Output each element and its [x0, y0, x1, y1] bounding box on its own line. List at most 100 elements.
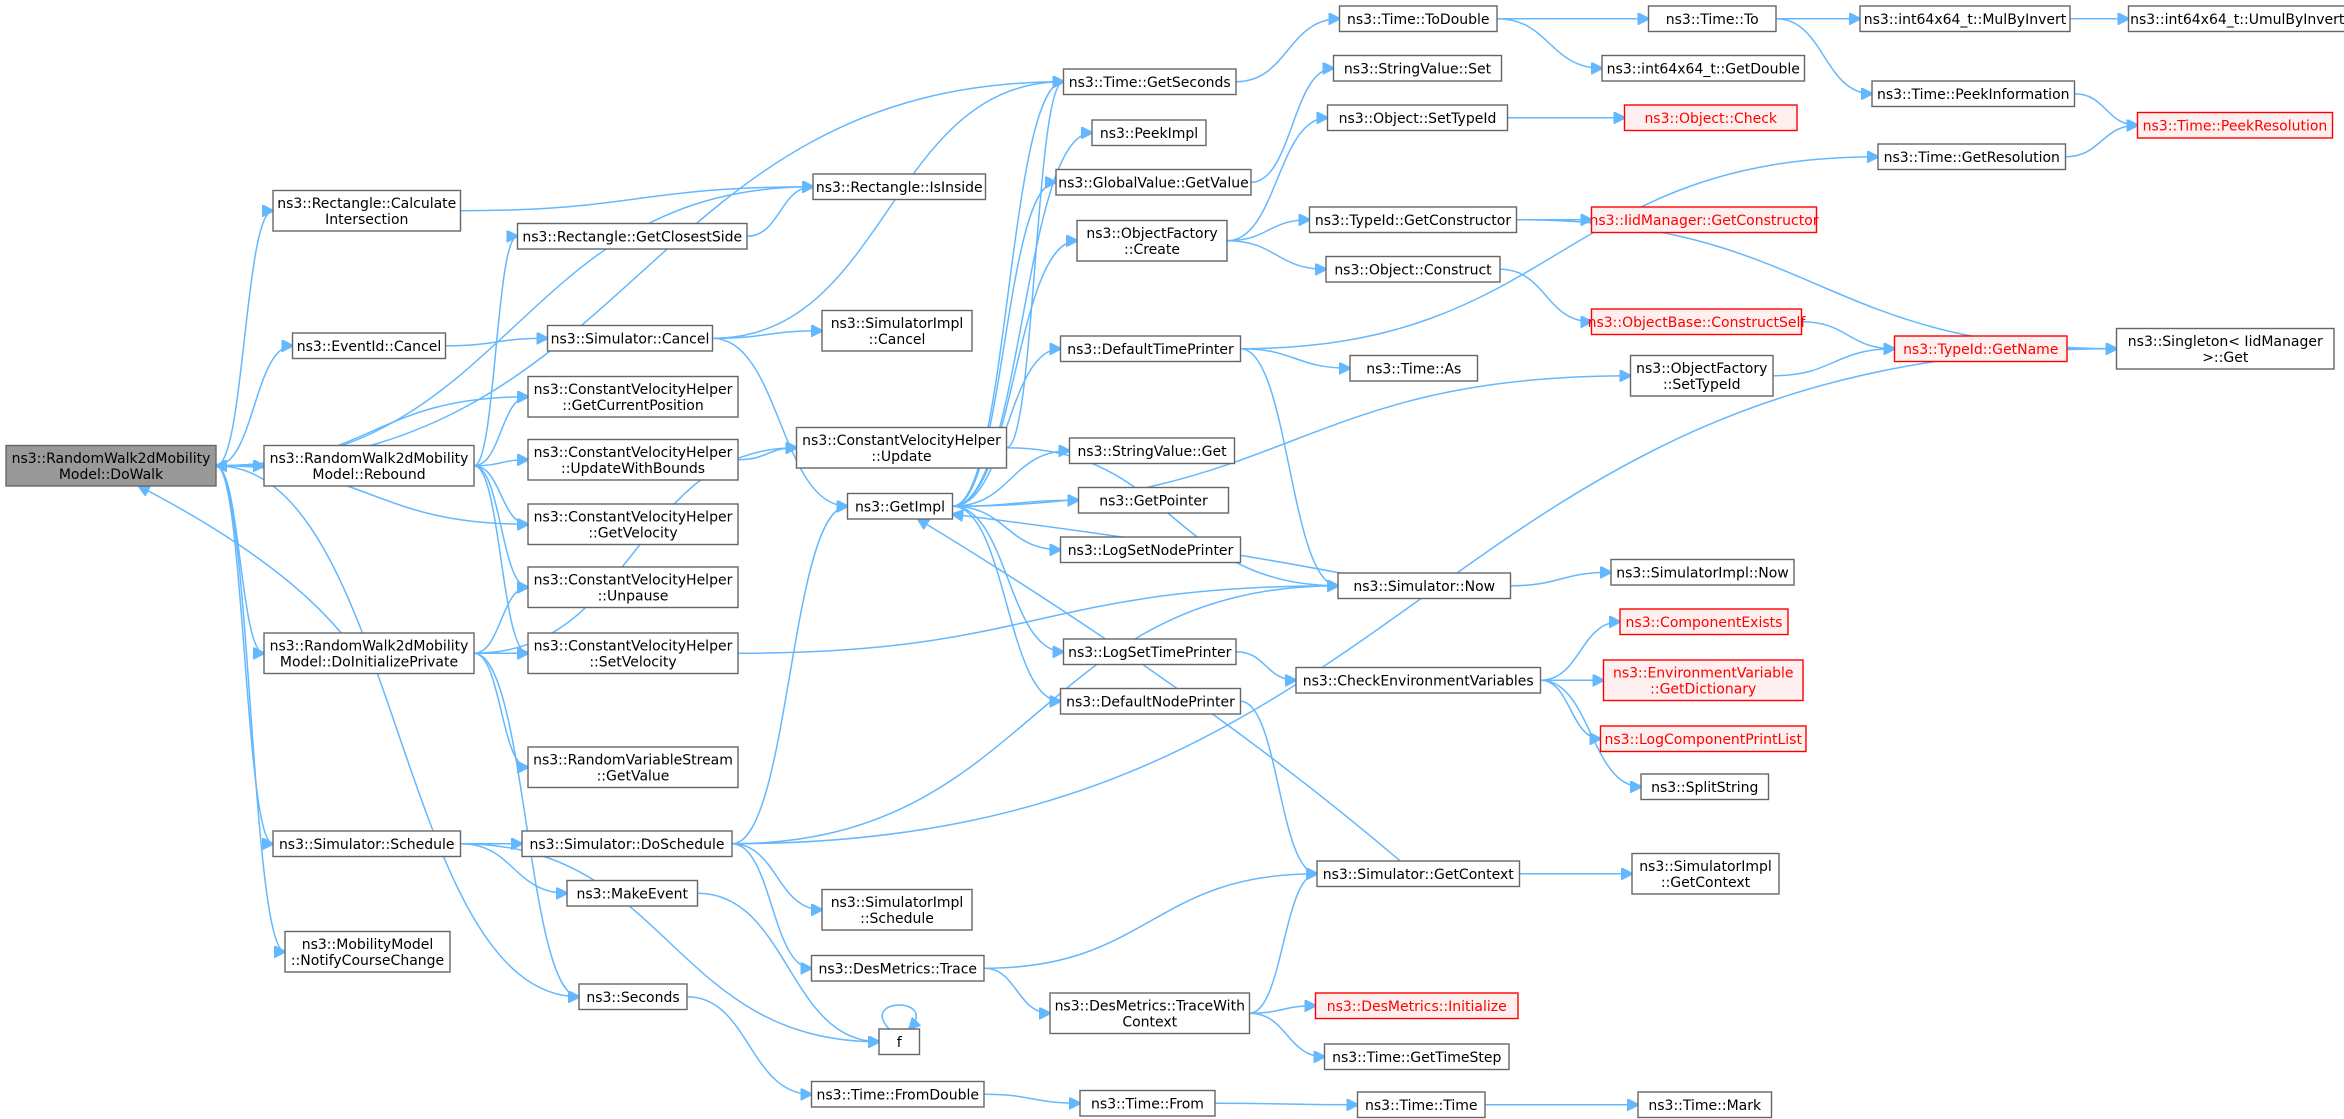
node-box-fromdouble[interactable] [810, 1080, 985, 1108]
node-box-peekinfo[interactable] [1871, 80, 2076, 108]
node-objsettypeid[interactable]: ns3::Object::SetTypeId [1326, 104, 1509, 132]
node-deftimeprinter[interactable]: ns3::DefaultTimePrinter [1059, 335, 1242, 363]
node-box-objsettypeid[interactable] [1326, 104, 1509, 132]
node-destrace[interactable]: ns3::DesMetrics::Trace [810, 954, 985, 982]
node-logsettime[interactable]: ns3::LogSetTimePrinter [1062, 638, 1237, 666]
node-box-objcheck[interactable] [1623, 104, 1798, 132]
node-tidgetname[interactable]: ns3::TypeId::GetName [1893, 335, 2068, 363]
node-box-getclosest[interactable] [516, 222, 748, 250]
node-box-logsettime[interactable] [1062, 638, 1237, 666]
node-simimplnow[interactable]: ns3::SimulatorImpl::Now [1610, 558, 1795, 586]
node-timemark[interactable]: ns3::Time::Mark [1637, 1091, 1773, 1119]
node-box-timetime[interactable] [1356, 1091, 1486, 1119]
node-cvupdate[interactable]: ns3::ConstantVelocityHelper::Update [795, 426, 1008, 469]
node-umulbyinvert[interactable]: ns3::int64x64_t::UmulByInvert [2127, 5, 2344, 33]
node-box-tracewithctx[interactable] [1049, 992, 1251, 1035]
node-getclosest[interactable]: ns3::Rectangle::GetClosestSide [516, 222, 748, 250]
node-box-simimplsched[interactable] [821, 888, 973, 931]
node-box-simimplnow[interactable] [1610, 558, 1795, 586]
node-box-todouble[interactable] [1338, 5, 1498, 33]
node-box-eventcancel[interactable] [291, 332, 447, 360]
node-box-f[interactable] [878, 1028, 921, 1056]
node-box-logsetnode[interactable] [1059, 536, 1242, 564]
node-box-gvgetvalue[interactable] [1055, 168, 1252, 196]
node-ofsettypeid[interactable]: ns3::ObjectFactory::SetTypeId [1629, 354, 1774, 397]
node-box-mulbyinvert[interactable] [1859, 5, 2071, 33]
node-box-simimplcancel[interactable] [821, 309, 973, 352]
node-box-makeevent[interactable] [566, 879, 699, 907]
node-makeevent[interactable]: ns3::MakeEvent [566, 879, 699, 907]
node-box-dowalk[interactable] [5, 444, 217, 487]
node-box-desinit[interactable] [1314, 992, 1519, 1020]
node-setvel[interactable]: ns3::ConstantVelocityHelper::SetVelocity [527, 632, 739, 675]
node-box-updbounds[interactable] [527, 438, 739, 481]
node-box-defnodeprinter[interactable] [1059, 687, 1242, 715]
node-isinside[interactable]: ns3::Rectangle::IsInside [812, 173, 987, 201]
node-singleton[interactable]: ns3::Singleton< IidManager >::Get [2115, 327, 2335, 370]
node-peekimpl[interactable]: ns3::PeekImpl [1091, 119, 1207, 147]
node-ofcreate[interactable]: ns3::ObjectFactory::Create [1076, 219, 1228, 262]
node-simimplcancel[interactable]: ns3::SimulatorImpl::Cancel [821, 309, 973, 352]
node-box-cvupdate[interactable] [795, 426, 1008, 469]
node-timefrom[interactable]: ns3::Time::From [1079, 1089, 1216, 1117]
node-box-doinit[interactable] [263, 632, 475, 675]
node-box-objconstruct[interactable] [1325, 255, 1501, 283]
node-doschedule[interactable]: ns3::Simulator::DoSchedule [521, 830, 733, 858]
node-simimplgetctx[interactable]: ns3::SimulatorImpl::GetContext [1631, 852, 1780, 895]
node-logsetnode[interactable]: ns3::LogSetNodePrinter [1059, 536, 1242, 564]
node-box-notify[interactable] [284, 930, 451, 973]
node-box-doschedule[interactable] [521, 830, 733, 858]
node-simnow[interactable]: ns3::Simulator::Now [1337, 572, 1512, 600]
node-box-i64getdouble[interactable] [1601, 54, 1806, 82]
node-box-destrace[interactable] [810, 954, 985, 982]
node-box-getcurpos[interactable] [527, 375, 739, 418]
node-box-getseconds[interactable] [1062, 68, 1237, 96]
node-box-peekimpl[interactable] [1091, 119, 1207, 147]
node-box-compexists[interactable] [1619, 608, 1789, 636]
node-box-svget[interactable] [1068, 437, 1236, 465]
node-seconds[interactable]: ns3::Seconds [578, 983, 688, 1011]
node-box-ofcreate[interactable] [1076, 219, 1228, 262]
node-getcurpos[interactable]: ns3::ConstantVelocityHelper::GetCurrentP… [527, 375, 739, 418]
node-fromdouble[interactable]: ns3::Time::FromDouble [810, 1080, 985, 1108]
node-updbounds[interactable]: ns3::ConstantVelocityHelper::UpdateWithB… [527, 438, 739, 481]
node-defnodeprinter[interactable]: ns3::DefaultNodePrinter [1059, 687, 1242, 715]
node-box-schedule[interactable] [272, 830, 462, 858]
node-logcompprint[interactable]: ns3::LogComponentPrintList [1599, 725, 1807, 753]
node-f[interactable]: f [878, 1028, 921, 1056]
node-gettimestep[interactable]: ns3::Time::GetTimeStep [1323, 1043, 1510, 1071]
node-box-setvel[interactable] [527, 632, 739, 675]
node-box-rvsgetval[interactable] [527, 746, 739, 789]
node-simimplsched[interactable]: ns3::SimulatorImpl::Schedule [821, 888, 973, 931]
node-box-unpause[interactable] [527, 566, 739, 609]
node-getseconds[interactable]: ns3::Time::GetSeconds [1062, 68, 1237, 96]
node-desinit[interactable]: ns3::DesMetrics::Initialize [1314, 992, 1519, 1020]
node-tidgetctor[interactable]: ns3::TypeId::GetConstructor [1308, 206, 1518, 234]
node-doinit[interactable]: ns3::RandomWalk2dMobilityModel::DoInitia… [263, 632, 475, 675]
node-svget[interactable]: ns3::StringValue::Get [1068, 437, 1236, 465]
node-box-simimplgetctx[interactable] [1631, 852, 1780, 895]
node-box-timemark[interactable] [1637, 1091, 1773, 1119]
node-checkenv[interactable]: ns3::CheckEnvironmentVariables [1295, 666, 1542, 694]
node-box-gettimestep[interactable] [1323, 1043, 1510, 1071]
node-compexists[interactable]: ns3::ComponentExists [1619, 608, 1789, 636]
node-unpause[interactable]: ns3::ConstantVelocityHelper::Unpause [527, 566, 739, 609]
node-objconstruct[interactable]: ns3::Object::Construct [1325, 255, 1501, 283]
node-timetime[interactable]: ns3::Time::Time [1356, 1091, 1486, 1119]
node-box-timefrom[interactable] [1079, 1089, 1216, 1117]
node-notify[interactable]: ns3::MobilityModel::NotifyCourseChange [284, 930, 451, 973]
node-box-umulbyinvert[interactable] [2127, 5, 2344, 33]
node-box-peekresolution[interactable] [2136, 111, 2334, 139]
node-box-obconstructself[interactable] [1590, 308, 1803, 336]
node-peekinfo[interactable]: ns3::Time::PeekInformation [1871, 80, 2076, 108]
node-mulbyinvert[interactable]: ns3::int64x64_t::MulByInvert [1859, 5, 2071, 33]
node-eventcancel[interactable]: ns3::EventId::Cancel [291, 332, 447, 360]
node-i64getdouble[interactable]: ns3::int64x64_t::GetDouble [1601, 54, 1806, 82]
node-simcancel[interactable]: ns3::Simulator::Cancel [546, 324, 714, 352]
node-box-deftimeprinter[interactable] [1059, 335, 1242, 363]
node-timeas[interactable]: ns3::Time::As [1349, 354, 1479, 382]
node-todouble[interactable]: ns3::Time::ToDouble [1338, 5, 1498, 33]
